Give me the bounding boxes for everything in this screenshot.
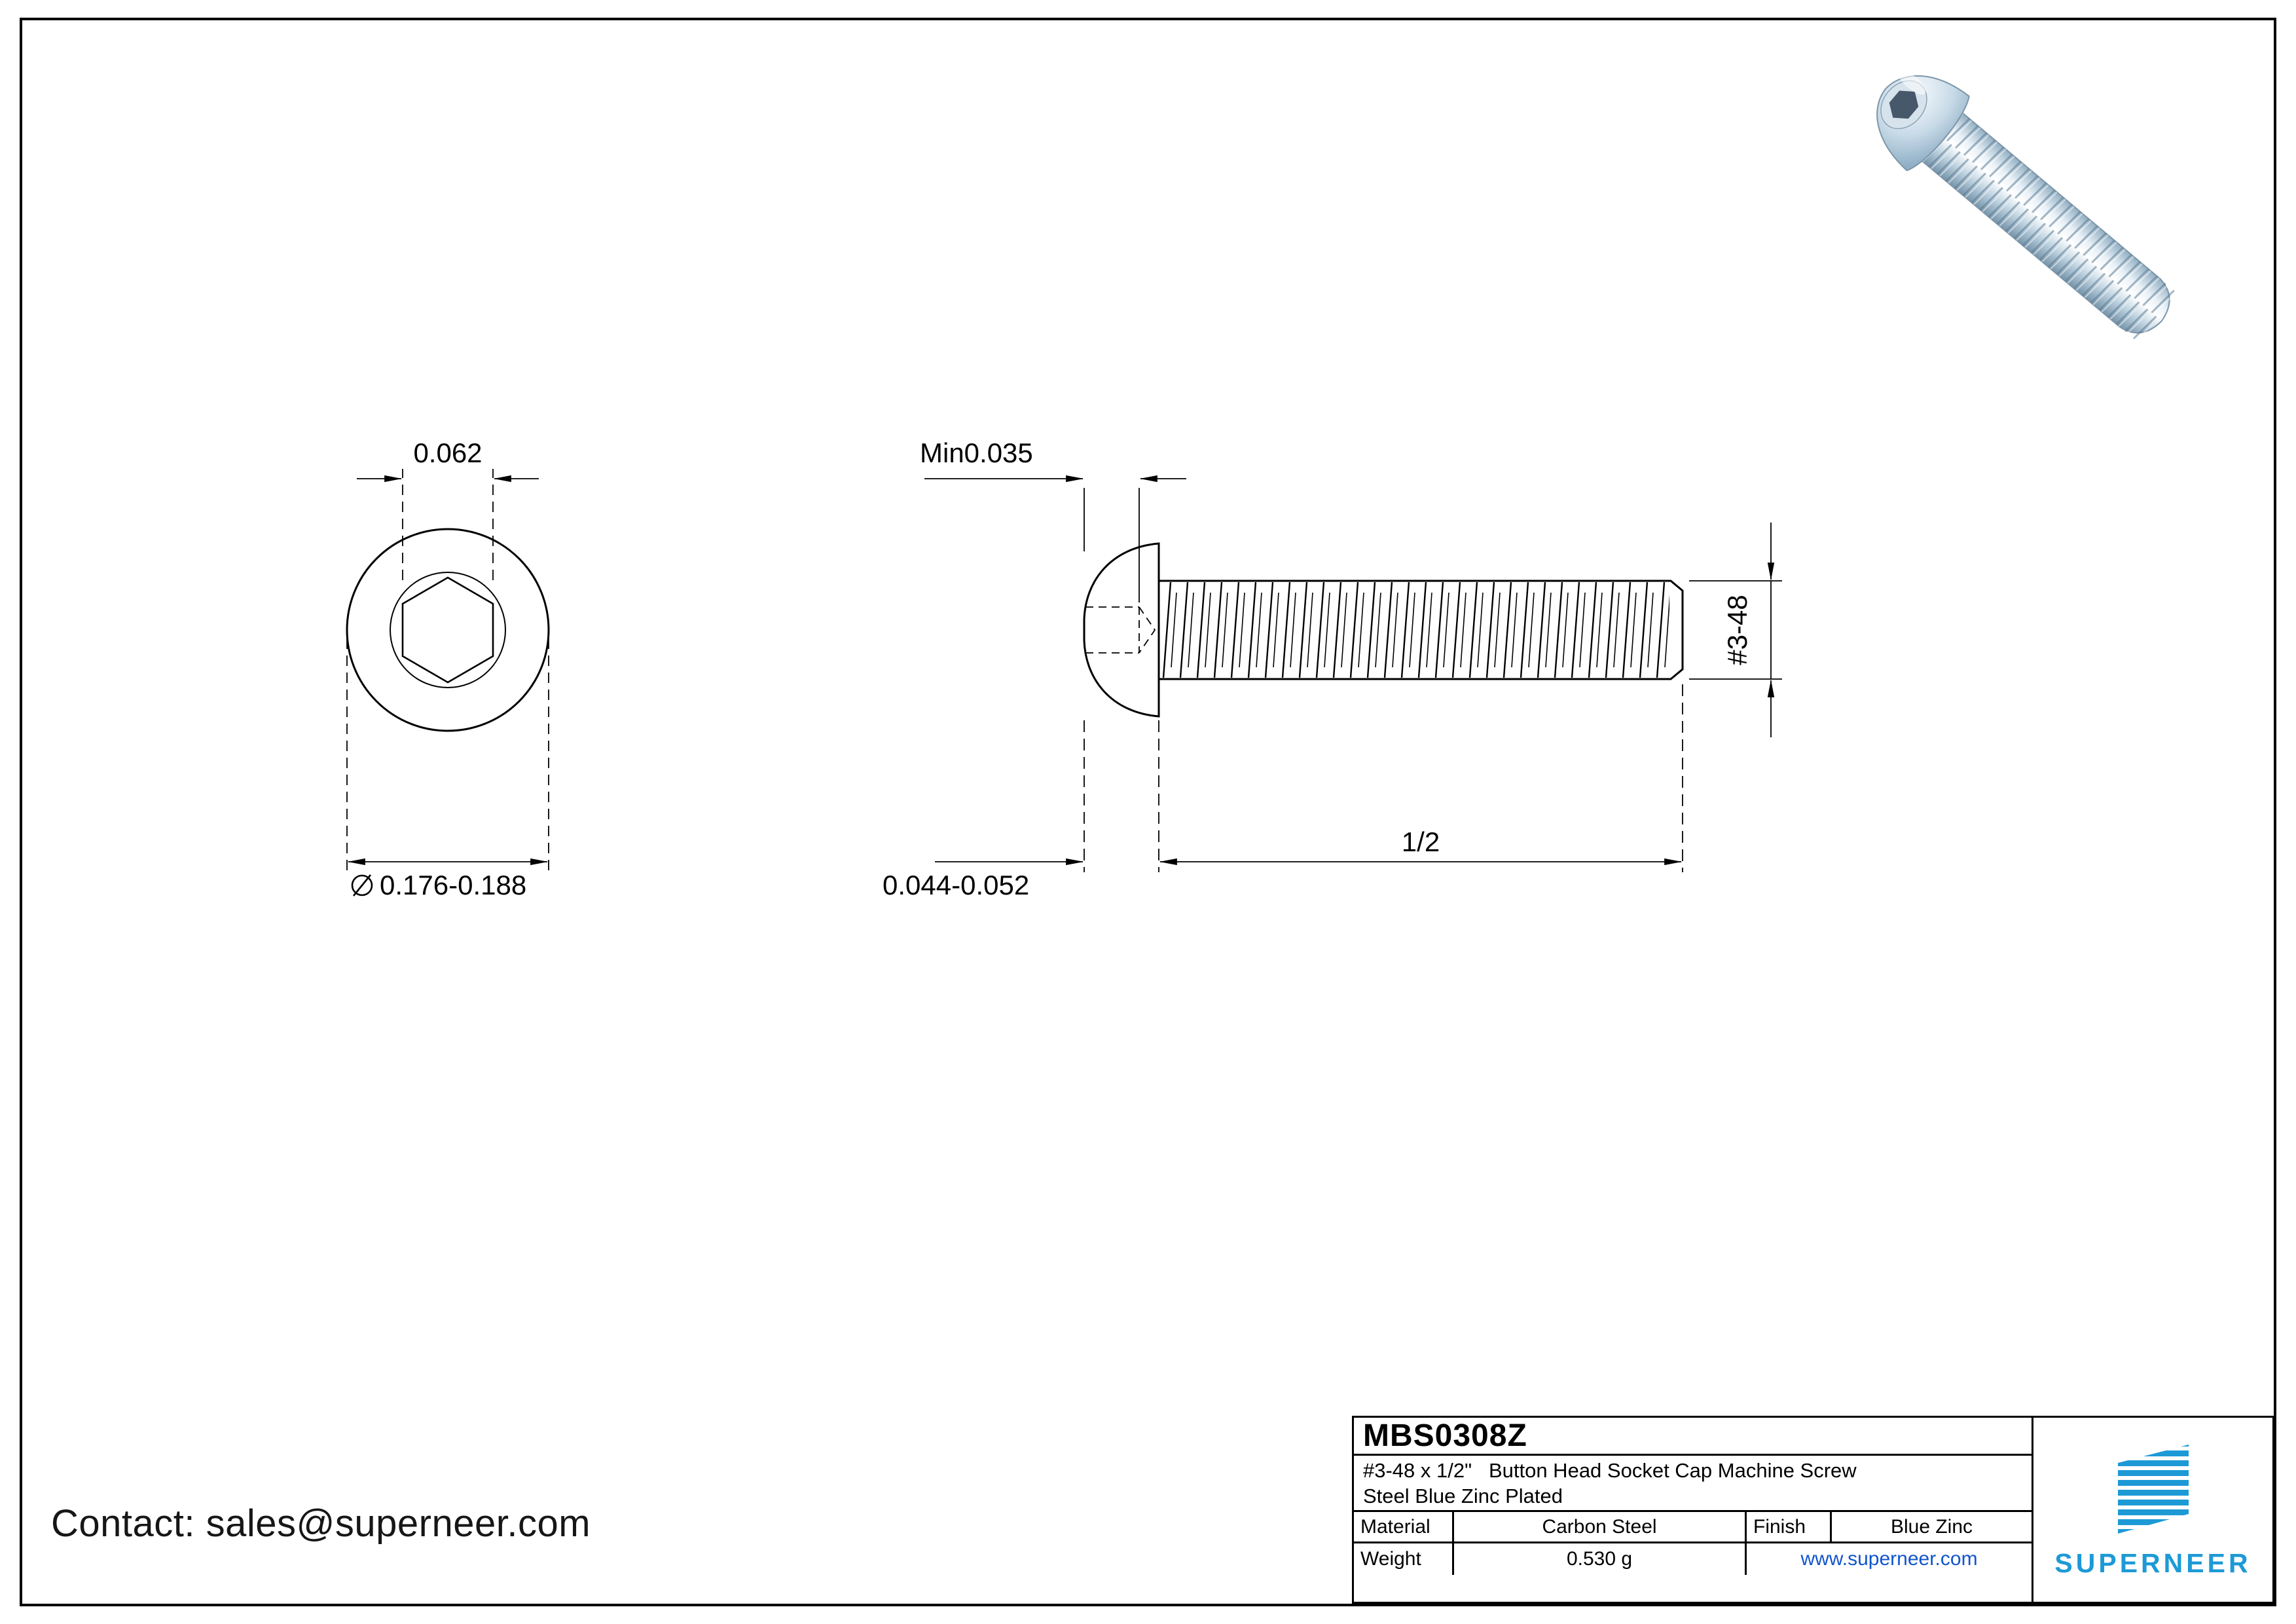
side-view: Min0.035 0.044-0.052 1/2 # <box>883 437 1782 900</box>
dim-head-diameter <box>346 638 549 896</box>
contact-text: Contact: sales@superneer.com <box>51 1502 591 1545</box>
socket-chamfer-circle <box>390 572 506 688</box>
thread-size-label: #3-48 <box>1722 595 1753 665</box>
screw-3d-hex-socket <box>1889 90 1919 119</box>
title-block-table: MBS0308Z #3-48 x 1/2" Button Head Socket… <box>1354 1418 2032 1602</box>
dim-thread-length <box>1159 684 1683 872</box>
material-finish-row: Material Carbon Steel Finish Blue Zinc <box>1354 1512 2032 1543</box>
website-link[interactable]: www.superneer.com <box>1745 1543 2032 1575</box>
hex-socket-outline <box>401 576 494 684</box>
hidden-socket-lines <box>1085 606 1156 654</box>
title-block-spacer <box>1354 1575 2032 1602</box>
finish-label: Finish <box>1745 1512 1830 1541</box>
description-line2: Steel Blue Zinc Plated <box>1363 1484 1563 1507</box>
dim-socket-width <box>357 469 539 580</box>
thread-length-label: 1/2 <box>1402 826 1440 857</box>
dim-head-height <box>935 720 1159 872</box>
dim-socket-depth <box>924 475 1186 602</box>
front-view: 0.062 0.176-0.188 <box>346 437 550 900</box>
material-label: Material <box>1360 1515 1430 1538</box>
thread-outline <box>1159 580 1684 680</box>
weight-label: Weight <box>1360 1548 1421 1570</box>
socket-width-label: 0.062 <box>413 437 482 468</box>
socket-depth-label: Min0.035 <box>920 437 1033 468</box>
superneer-logo-icon <box>2117 1445 2189 1534</box>
diameter-symbol-icon <box>351 874 373 896</box>
weight-row: Weight 0.530 g www.superneer.com <box>1354 1543 2032 1575</box>
screw-3d-highlight <box>1898 70 1926 95</box>
finish-value: Blue Zinc <box>1830 1512 2032 1541</box>
part-description: #3-48 x 1/2" Button Head Socket Cap Mach… <box>1354 1456 2032 1512</box>
screw-3d-threads <box>1912 105 2180 344</box>
title-block: MBS0308Z #3-48 x 1/2" Button Head Socket… <box>1352 1416 2274 1604</box>
dim-thread-size <box>1689 523 1782 737</box>
part-number: MBS0308Z <box>1354 1418 2032 1456</box>
head-height-label: 0.044-0.052 <box>883 870 1029 900</box>
thread-hatch <box>1160 582 1669 678</box>
description-line1: #3-48 x 1/2" Button Head Socket Cap Mach… <box>1363 1458 1857 1482</box>
head-diameter-label: 0.176-0.188 <box>380 870 526 900</box>
sheet-border <box>20 18 2276 1606</box>
brand-name: SUPERNEER <box>2054 1548 2251 1578</box>
head-profile <box>1083 542 1160 718</box>
weight-value: 0.530 g <box>1452 1543 1745 1575</box>
material-value: Carbon Steel <box>1452 1512 1745 1541</box>
head-outline-circle <box>346 528 550 732</box>
screw-3d-render <box>1876 70 2180 344</box>
brand-area: SUPERNEER <box>2032 1418 2272 1602</box>
